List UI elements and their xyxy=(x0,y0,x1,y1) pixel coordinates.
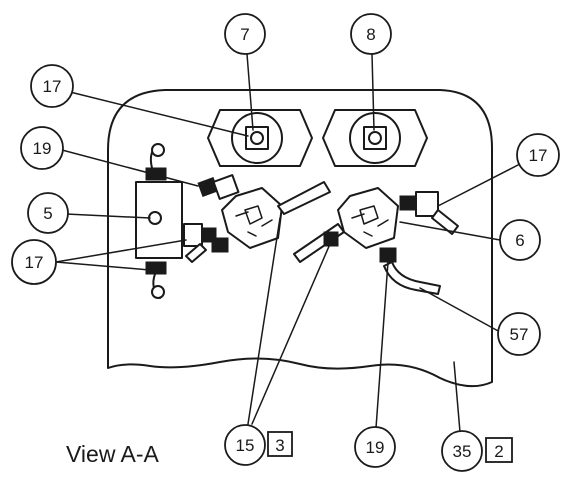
manifold-valve-right xyxy=(293,187,459,295)
callout-box-label: 3 xyxy=(275,436,284,455)
callout-label: 8 xyxy=(366,25,375,44)
callout-label: 17 xyxy=(529,146,548,165)
callout-35: 35 2 xyxy=(441,430,513,472)
callout-17-left: 17 xyxy=(11,239,57,285)
callout-label: 19 xyxy=(33,139,52,158)
callout-15: 15 3 xyxy=(224,424,293,466)
callout-label: 5 xyxy=(43,204,52,223)
callout-57: 57 xyxy=(497,312,541,356)
callout-label: 7 xyxy=(240,25,249,44)
callout-5: 5 xyxy=(27,192,69,234)
leader-lines xyxy=(55,53,521,433)
callout-label: 15 xyxy=(236,436,255,455)
callout-label: 19 xyxy=(366,438,385,457)
callout-7: 7 xyxy=(224,13,266,55)
callout-19-left: 19 xyxy=(20,126,64,170)
fitting-8 xyxy=(322,109,428,167)
callout-8: 8 xyxy=(350,13,392,55)
callout-17-right: 17 xyxy=(516,133,560,177)
mounting-block-5 xyxy=(135,143,183,299)
callout-17-top: 17 xyxy=(30,64,74,108)
callout-box-label: 2 xyxy=(494,442,503,461)
callout-label: 17 xyxy=(25,253,44,272)
view-title: View A-A xyxy=(66,441,160,467)
manifold-valve-left xyxy=(183,174,331,263)
panel-plate xyxy=(107,89,493,388)
callout-6: 6 xyxy=(499,219,541,261)
callout-label: 35 xyxy=(453,442,472,461)
callout-label: 57 xyxy=(510,325,529,344)
callout-19-bottom: 19 xyxy=(354,426,396,468)
fitting-7 xyxy=(207,109,313,167)
callout-label: 6 xyxy=(515,231,524,250)
callout-label: 17 xyxy=(43,77,62,96)
